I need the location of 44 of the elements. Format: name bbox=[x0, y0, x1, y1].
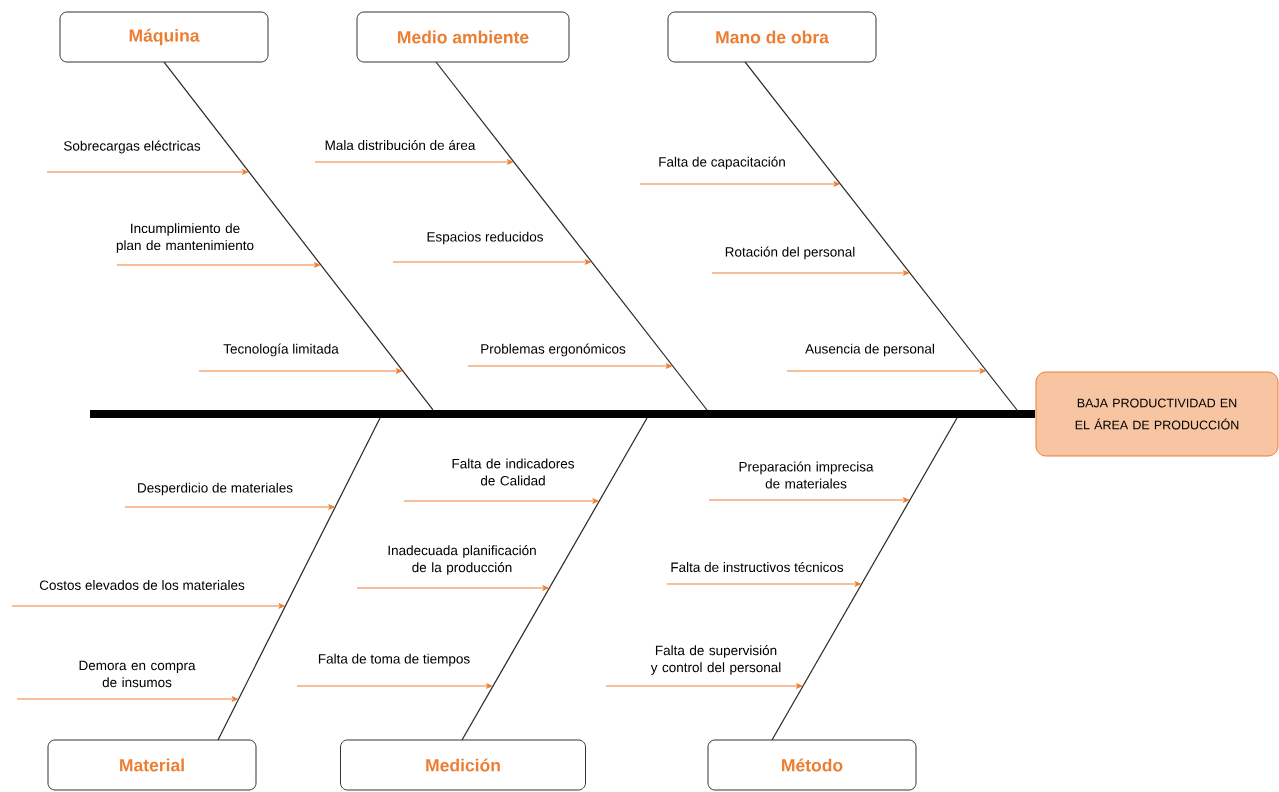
arrow bbox=[198, 368, 403, 374]
edge-label: Ausencia de personal bbox=[805, 343, 934, 357]
edge-label: Costos elevados de los materiales bbox=[39, 580, 245, 590]
arrow bbox=[356, 585, 549, 591]
edge-label: Tecnología limitada bbox=[223, 343, 339, 357]
category-box: Material bbox=[47, 739, 257, 791]
edge-label: Demora en compra de insumos bbox=[79, 660, 196, 688]
category-box: Medición bbox=[340, 739, 586, 791]
spine-bar bbox=[90, 410, 1035, 418]
edge-label: Incumplimiento de plan de mantenimiento bbox=[116, 223, 254, 253]
edge-label: Sobrecargas eléctricas bbox=[63, 140, 201, 154]
arrow bbox=[639, 181, 840, 187]
arrow bbox=[116, 262, 321, 268]
category-box: Medio ambiente bbox=[356, 11, 570, 63]
edge-label: Espacios reducidos bbox=[427, 231, 543, 245]
arrow bbox=[16, 696, 238, 702]
edge-label: Falta de capacitación bbox=[659, 156, 785, 170]
arrow bbox=[403, 498, 599, 504]
arrow bbox=[392, 259, 591, 265]
edge-label: Mala distribución de área bbox=[325, 139, 476, 151]
edge-label: Falta de instructivos técnicos bbox=[671, 561, 844, 573]
arrow bbox=[467, 363, 672, 369]
arrow bbox=[46, 169, 249, 175]
arrow bbox=[124, 504, 335, 510]
arrow bbox=[314, 159, 514, 165]
effect-box: BAJA PRODUCTIVIDAD EN EL ÁREA DE PRODUCCIÓN bbox=[1035, 371, 1279, 457]
arrow bbox=[296, 683, 493, 689]
arrow bbox=[708, 497, 910, 503]
edge-label: Falta de indicadores de Calidad bbox=[452, 458, 574, 486]
edge-label: Desperdicio de materiales bbox=[138, 482, 293, 496]
edge-label: Inadecuada planificación de la producción bbox=[388, 545, 536, 575]
arrow bbox=[711, 270, 910, 276]
arrow bbox=[666, 581, 861, 587]
edge-label: Preparación imprecisa de materiales bbox=[739, 461, 874, 489]
edge-label: Rotación del personal bbox=[725, 246, 855, 260]
edge-label: Problemas ergonómicos bbox=[481, 343, 626, 357]
category-box: Mano de obra bbox=[667, 11, 877, 63]
arrow bbox=[11, 603, 285, 609]
arrow bbox=[605, 683, 803, 689]
arrow bbox=[786, 368, 986, 374]
edge-label: Falta de supervisión y control del personal bbox=[650, 645, 781, 675]
category-box: Máquina bbox=[59, 11, 269, 63]
category-box: Método bbox=[707, 739, 917, 791]
edge-label: Falta de toma de tiempos bbox=[318, 653, 470, 667]
